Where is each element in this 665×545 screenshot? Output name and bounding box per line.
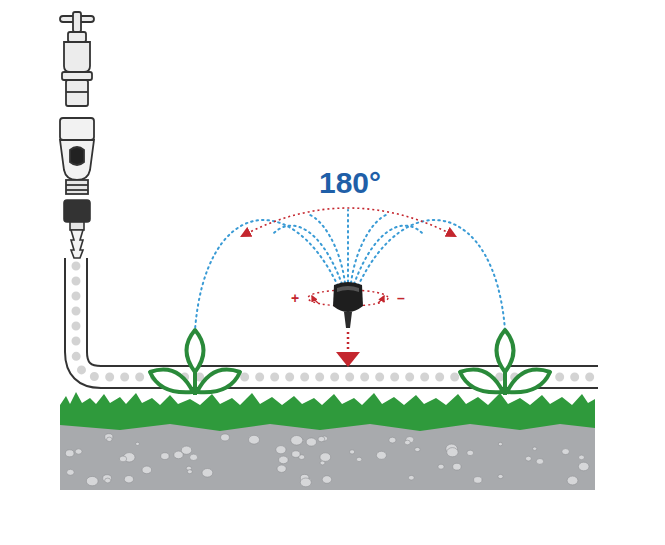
stone (474, 477, 482, 484)
sprinkler-head (333, 282, 363, 328)
angle-label: 180° (319, 168, 381, 198)
stone (276, 446, 286, 454)
stone (249, 435, 260, 444)
increase-sign: + (291, 291, 299, 305)
stone (107, 437, 112, 441)
angle-arc (242, 208, 455, 236)
stone (67, 469, 75, 475)
stone (526, 456, 532, 461)
stone (322, 476, 331, 484)
pipe (76, 258, 598, 377)
stone (75, 449, 82, 454)
plant (150, 330, 240, 395)
stone (438, 464, 444, 469)
stone (277, 465, 286, 472)
stone (356, 457, 361, 461)
hose-adapter (60, 118, 94, 194)
adjust-arrow (312, 296, 318, 303)
stone (350, 450, 355, 454)
stone (136, 442, 140, 445)
stone (119, 456, 126, 462)
stone (498, 474, 503, 478)
decrease-sign: – (397, 291, 405, 305)
stone (579, 455, 585, 460)
stone (105, 478, 111, 483)
stone (405, 440, 411, 445)
insert-arrowhead (336, 352, 360, 367)
stone (408, 475, 414, 480)
stone (453, 463, 461, 470)
stone (376, 451, 386, 459)
stone (533, 447, 537, 450)
stone (292, 451, 300, 458)
insert-arrow (347, 332, 350, 350)
stone (202, 469, 213, 478)
stone (142, 466, 152, 474)
grass (60, 392, 595, 431)
stone (467, 450, 474, 455)
barb-connector (64, 200, 90, 258)
stone (318, 436, 325, 441)
stone (279, 456, 289, 464)
water-spray (195, 210, 505, 330)
stone (124, 476, 133, 483)
stone (306, 438, 316, 446)
stone (536, 459, 543, 465)
stone (291, 436, 303, 446)
tap (60, 12, 94, 106)
stone (161, 453, 169, 460)
stone (578, 462, 589, 471)
stone (567, 476, 578, 485)
adjust-arrow (378, 296, 384, 303)
stone (65, 450, 74, 457)
plant (460, 330, 550, 395)
stone (190, 454, 198, 460)
stone (300, 478, 311, 487)
stone (86, 476, 98, 485)
stone (447, 448, 458, 457)
stone (389, 437, 396, 443)
stone (498, 442, 502, 445)
stone (181, 446, 191, 454)
stone (562, 449, 570, 455)
stone (187, 470, 192, 474)
stone (221, 434, 230, 441)
stone (320, 453, 331, 462)
stone (415, 447, 420, 451)
